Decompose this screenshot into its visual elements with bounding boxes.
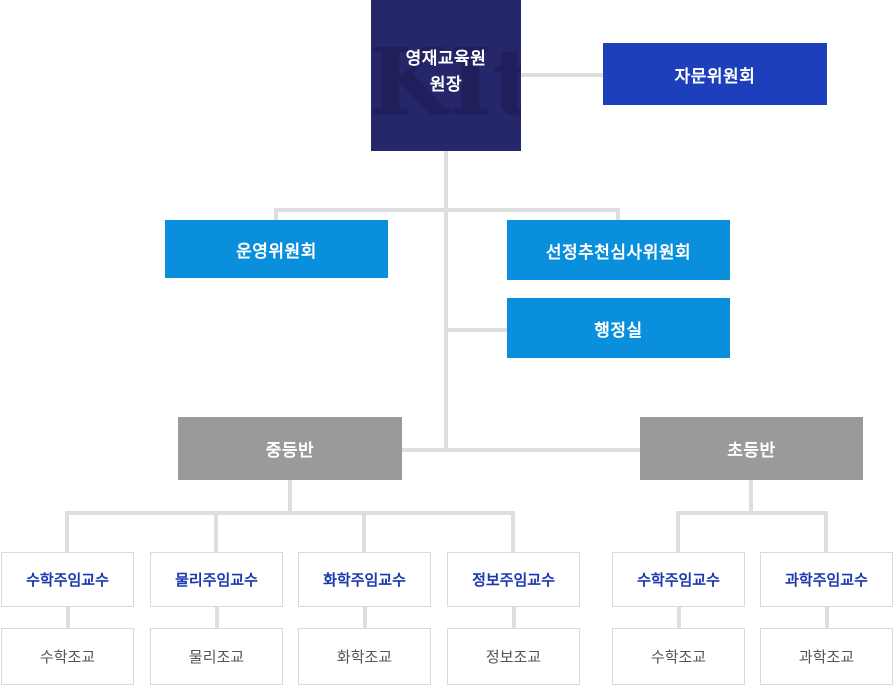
unit-middle-chemistry: 화학주임교수 화학조교: [298, 552, 431, 685]
connector-middle-down: [288, 480, 292, 513]
professor-box: 과학주임교수: [760, 552, 893, 607]
assistant-box: 물리조교: [150, 628, 283, 685]
director-label-line2: 원장: [429, 74, 463, 94]
admin-label: 행정실: [594, 320, 643, 340]
elementary-class-label: 초등반: [727, 441, 776, 460]
unit-elementary-science: 과학주임교수 과학조교: [760, 552, 893, 685]
unit-middle-informatics: 정보주임교수 정보조교: [447, 552, 580, 685]
professor-assistant-link: [676, 607, 681, 628]
connector-elementary-distribution: [676, 511, 828, 515]
connector-admin-stub: [448, 328, 508, 332]
director-label: 영재교육원 원장: [406, 46, 487, 98]
professor-assistant-link: [824, 607, 829, 628]
connector-middle-distribution: [65, 511, 515, 515]
connector-middle-drop-1: [65, 511, 69, 552]
director-label-line1: 영재교육원: [405, 48, 487, 68]
professor-box: 화학주임교수: [298, 552, 431, 607]
connector-elementary-down: [749, 480, 753, 513]
steering-label: 운영위원회: [236, 241, 317, 261]
connector-middle-drop-4: [511, 511, 515, 552]
connector-middle-drop-2: [214, 511, 218, 552]
professor-box: 물리주임교수: [150, 552, 283, 607]
unit-middle-physics: 물리주임교수 물리조교: [150, 552, 283, 685]
assistant-box: 과학조교: [760, 628, 893, 685]
assistant-box: 수학조교: [612, 628, 745, 685]
connector-class-row: [402, 448, 640, 452]
professor-assistant-link: [214, 607, 219, 628]
node-elementary-class: 초등반: [640, 417, 863, 480]
connector-director-advisory: [521, 73, 603, 77]
unit-elementary-math: 수학주임교수 수학조교: [612, 552, 745, 685]
professor-box: 수학주임교수: [612, 552, 745, 607]
connector-committee-row: [276, 208, 620, 212]
professor-box: 정보주임교수: [447, 552, 580, 607]
node-middle-class: 중등반: [178, 417, 402, 480]
professor-assistant-link: [65, 607, 70, 628]
kit-watermark: KIt: [371, 28, 521, 136]
selection-label: 선정추천심사위원회: [545, 242, 692, 262]
assistant-box: 정보조교: [447, 628, 580, 685]
middle-class-label: 중등반: [265, 441, 315, 460]
connector-elementary-drop-2: [824, 511, 828, 552]
connector-middle-drop-3: [362, 511, 366, 552]
professor-assistant-link: [511, 607, 516, 628]
connector-steering-stub: [274, 208, 278, 222]
assistant-box: 화학조교: [298, 628, 431, 685]
assistant-box: 수학조교: [1, 628, 134, 685]
node-steering-committee: 운영위원회: [165, 220, 388, 278]
unit-middle-math: 수학주임교수 수학조교: [1, 552, 134, 685]
node-admin-office: 행정실: [507, 298, 730, 358]
connector-selection-stub: [616, 208, 620, 222]
professor-assistant-link: [362, 607, 367, 628]
connector-elementary-drop-1: [676, 511, 680, 552]
node-director: KIt 영재교육원 원장: [371, 0, 521, 151]
node-advisory-committee: 자문위원회: [603, 43, 827, 105]
advisory-label: 자문위원회: [674, 66, 756, 86]
node-selection-review-committee: 선정추천심사위원회: [507, 220, 730, 280]
professor-box: 수학주임교수: [1, 552, 134, 607]
connector-spine: [444, 151, 448, 452]
